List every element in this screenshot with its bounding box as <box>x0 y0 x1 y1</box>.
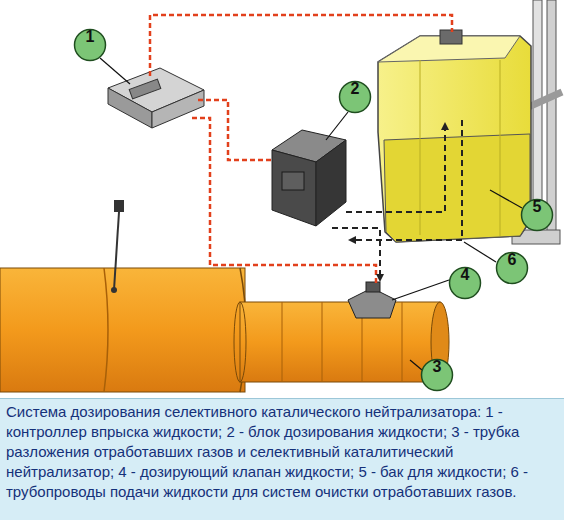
fluid-line <box>332 120 462 280</box>
exhaust-pipe <box>240 302 440 382</box>
leader-line <box>392 280 449 300</box>
fluid-tank <box>440 30 462 44</box>
leader-line <box>100 58 522 370</box>
leader-line <box>326 112 348 140</box>
callout-number: 4 <box>448 266 482 300</box>
exhaust-sensor <box>114 212 119 290</box>
exhaust-pipe <box>282 302 283 382</box>
leader-line <box>490 190 522 208</box>
callout-number: 5 <box>520 198 554 232</box>
caption: Система дозирования селективного каталич… <box>6 402 558 502</box>
control-wire <box>192 118 376 284</box>
callout-circle: 4 <box>448 266 482 300</box>
callout-circle: 6 <box>495 251 529 285</box>
caption-panel: Система дозирования селективного каталич… <box>0 398 564 520</box>
exhaust-pipe <box>0 268 449 392</box>
dosing-unit <box>272 130 346 226</box>
exhaust-pipe <box>104 268 108 392</box>
dosing-unit <box>272 150 316 226</box>
fluid-line <box>332 228 380 280</box>
callout-number: 6 <box>495 251 529 285</box>
control-wire <box>150 15 452 76</box>
callout-circle: 3 <box>420 358 454 392</box>
injection-controller <box>129 79 161 99</box>
fluid-line <box>346 124 445 212</box>
exhaust-pipe <box>402 302 403 382</box>
callout-circle: 1 <box>73 28 107 62</box>
exhaust-pipe <box>322 302 323 382</box>
fluid-tank <box>378 30 531 242</box>
injection-controller <box>152 90 204 128</box>
callout-circle: 5 <box>520 198 554 232</box>
leader-line <box>100 58 130 84</box>
fluid-tank <box>420 60 421 235</box>
exhaust-pipe <box>0 268 245 392</box>
control-wire <box>150 15 452 284</box>
exhaust-sensor <box>111 287 117 293</box>
exhaust-sensor <box>111 200 124 293</box>
fluid-tank <box>384 134 530 242</box>
callout-number: 1 <box>73 28 107 62</box>
callout-number: 2 <box>338 80 372 114</box>
leader-line <box>464 242 496 262</box>
tank-frame <box>547 0 556 234</box>
exhaust-pipe <box>234 302 246 382</box>
dosing-valve <box>348 282 396 318</box>
fluid-tank <box>500 60 501 236</box>
dosing-unit <box>282 172 304 190</box>
dosing-unit <box>316 140 346 226</box>
callout-circle: 2 <box>338 80 372 114</box>
leader-line <box>410 360 422 370</box>
exhaust-sensor <box>114 200 124 212</box>
dosing-valve <box>366 282 380 292</box>
callout-number: 3 <box>420 358 454 392</box>
